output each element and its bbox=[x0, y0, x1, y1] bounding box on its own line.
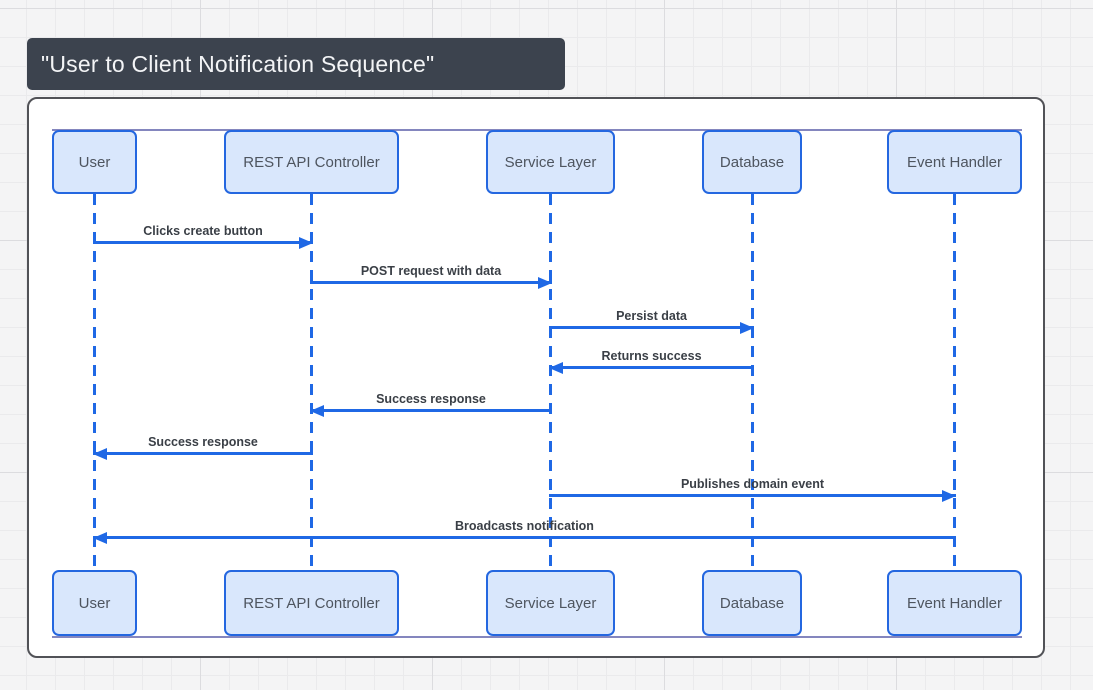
message-label: Broadcasts notification bbox=[455, 519, 594, 533]
diagram-frame[interactable]: User REST API Controller Service Layer D… bbox=[27, 97, 1045, 658]
actor-box-database-top[interactable]: Database bbox=[702, 130, 802, 194]
arrow-line bbox=[549, 321, 754, 334]
lifeline-service-layer bbox=[549, 194, 552, 570]
actor-box-service-layer-top[interactable]: Service Layer bbox=[486, 130, 615, 194]
message-persist-data[interactable]: Persist data bbox=[549, 309, 754, 334]
lifeline-event-handler bbox=[953, 194, 956, 570]
message-post-request-with-data[interactable]: POST request with data bbox=[310, 264, 552, 289]
message-broadcasts-notification[interactable]: Broadcasts notification bbox=[93, 519, 956, 544]
arrow-line bbox=[93, 531, 956, 544]
actor-box-event-handler-top[interactable]: Event Handler bbox=[887, 130, 1022, 194]
arrowhead-right-icon bbox=[740, 321, 754, 334]
message-success-response-to-user[interactable]: Success response bbox=[93, 435, 313, 460]
actor-box-rest-api-controller-top[interactable]: REST API Controller bbox=[224, 130, 399, 194]
lifeline-database bbox=[751, 194, 754, 570]
arrowhead-left-icon bbox=[93, 447, 107, 460]
arrow-line bbox=[310, 276, 552, 289]
arrowhead-right-icon bbox=[299, 236, 313, 249]
message-clicks-create-button[interactable]: Clicks create button bbox=[93, 224, 313, 249]
message-label: Success response bbox=[376, 392, 486, 406]
message-returns-success[interactable]: Returns success bbox=[549, 349, 754, 374]
arrowhead-left-icon bbox=[310, 404, 324, 417]
message-label: POST request with data bbox=[360, 264, 502, 278]
message-publishes-domain-event[interactable]: Publishes domain event bbox=[549, 477, 956, 502]
arrowhead-right-icon bbox=[538, 276, 552, 289]
arrow-line bbox=[93, 447, 313, 460]
actor-box-event-handler-bottom[interactable]: Event Handler bbox=[887, 570, 1022, 636]
diagram-bounds-line-bottom bbox=[52, 636, 1022, 638]
message-label: Success response bbox=[148, 435, 258, 449]
message-label: Clicks create button bbox=[143, 224, 263, 238]
arrowhead-left-icon bbox=[549, 361, 563, 374]
actor-box-user-bottom[interactable]: User bbox=[52, 570, 137, 636]
diagram-title[interactable]: "User to Client Notification Sequence" bbox=[27, 38, 565, 90]
arrow-line bbox=[93, 236, 313, 249]
message-label: Persist data bbox=[616, 309, 687, 323]
arrowhead-right-icon bbox=[942, 489, 956, 502]
message-label: Publishes domain event bbox=[680, 477, 825, 491]
lifeline-rest-api-controller bbox=[310, 194, 313, 570]
message-label: Returns success bbox=[601, 349, 702, 363]
actor-box-database-bottom[interactable]: Database bbox=[702, 570, 802, 636]
arrow-line bbox=[549, 361, 754, 374]
arrowhead-left-icon bbox=[93, 531, 107, 544]
lifeline-user bbox=[93, 194, 96, 570]
message-success-response-to-controller[interactable]: Success response bbox=[310, 392, 552, 417]
actor-box-user-top[interactable]: User bbox=[52, 130, 137, 194]
arrow-line bbox=[549, 489, 956, 502]
actor-box-rest-api-controller-bottom[interactable]: REST API Controller bbox=[224, 570, 399, 636]
arrow-line bbox=[310, 404, 552, 417]
actor-box-service-layer-bottom[interactable]: Service Layer bbox=[486, 570, 615, 636]
